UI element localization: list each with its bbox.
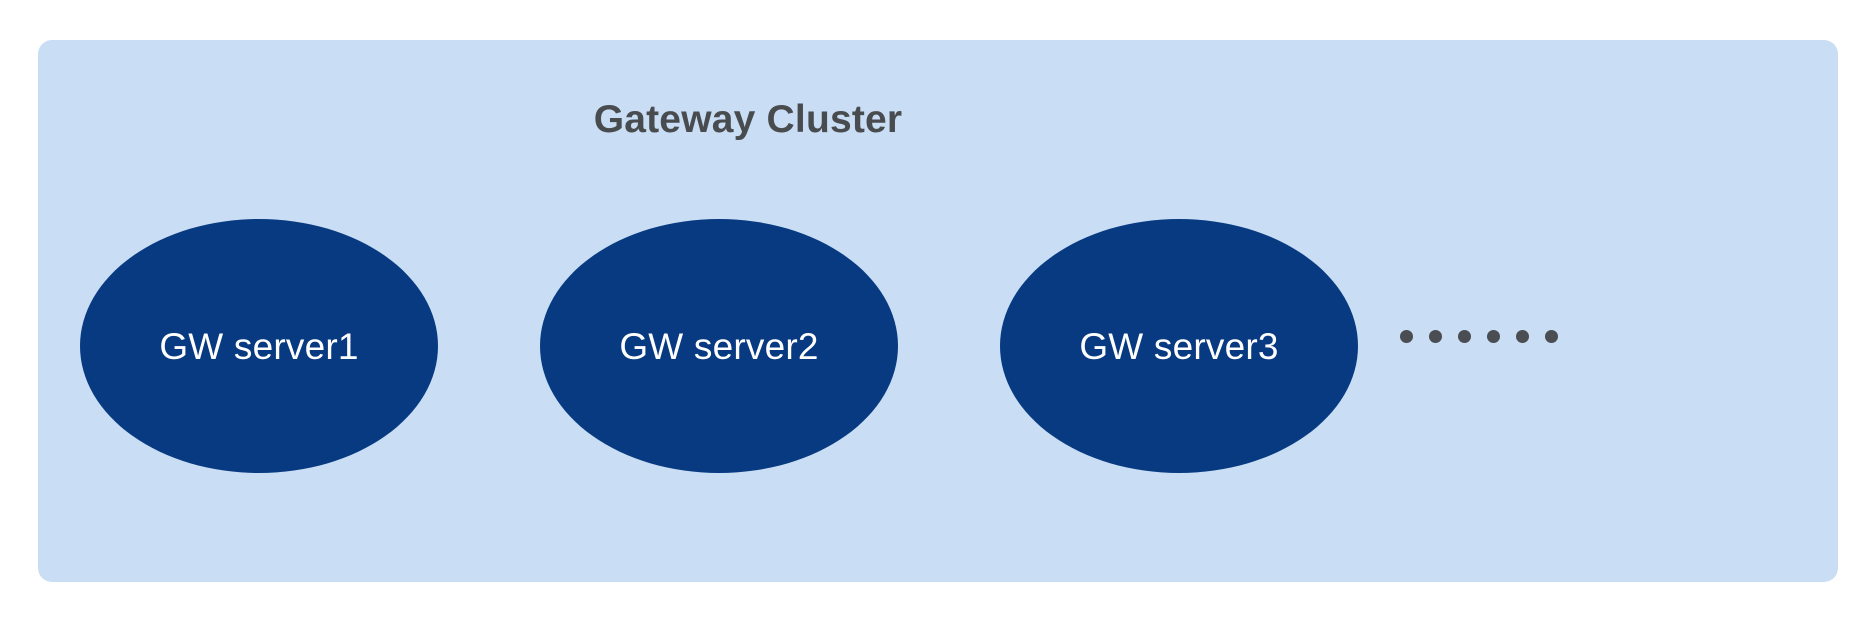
server-node-row: GW server1 GW server2 GW server3 (38, 40, 1838, 582)
gw-server-3-node[interactable]: GW server3 (1000, 219, 1358, 473)
gw-server-1-node[interactable]: GW server1 (80, 219, 438, 473)
ellipsis-dot (1516, 330, 1529, 343)
ellipsis-dot (1458, 330, 1471, 343)
gw-server-1-label: GW server1 (159, 325, 359, 367)
horizontal-ellipsis-icon (1400, 330, 1558, 343)
ellipsis-dot (1487, 330, 1500, 343)
gw-server-2-label: GW server2 (619, 325, 819, 367)
gw-server-2-node[interactable]: GW server2 (540, 219, 898, 473)
ellipsis-dot (1400, 330, 1413, 343)
cluster-title: Gateway Cluster (593, 98, 903, 141)
ellipsis-dot (1429, 330, 1442, 343)
gw-server-3-label: GW server3 (1079, 325, 1279, 367)
ellipsis-dot (1545, 330, 1558, 343)
gateway-cluster-panel: Gateway Cluster GW server1 GW server2 GW… (38, 40, 1838, 582)
